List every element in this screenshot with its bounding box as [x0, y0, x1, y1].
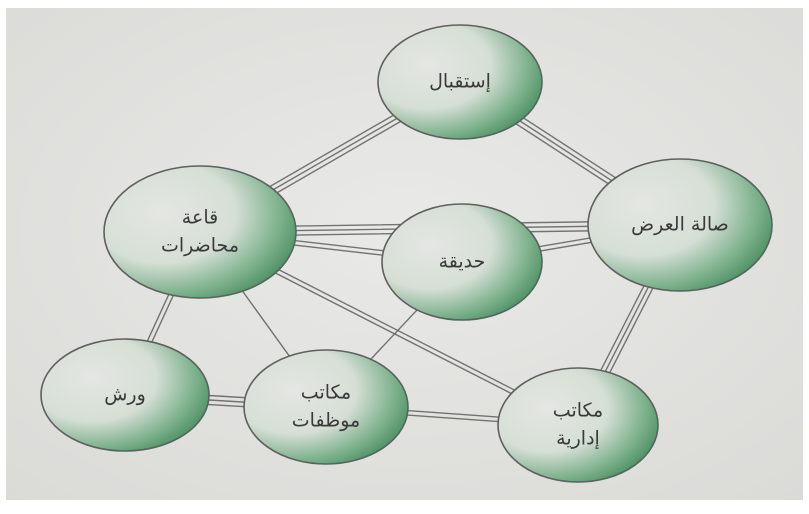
spaces: إستقبال قاعة محاضرات صالة العرض حديقة ورش مكات… [40, 24, 773, 483]
space-label: إدارية [556, 428, 600, 451]
space-exhibition-hall: صالة العرض [587, 158, 773, 292]
space-admin-offices: مكاتب إدارية [497, 367, 659, 483]
space-label: صالة العرض [631, 214, 729, 236]
space-lecture-hall: قاعة محاضرات [103, 165, 297, 299]
space-bubble [103, 165, 297, 299]
space-courtyard: حديقة [381, 203, 543, 321]
space-bubble [587, 158, 773, 292]
space-label: مكاتب [301, 382, 351, 404]
space-label: مكاتب [553, 400, 603, 422]
space-bubble [243, 349, 409, 465]
space-bubble [381, 203, 543, 321]
space-workshop: ورش [40, 338, 210, 452]
space-label: قاعة [182, 207, 218, 229]
space-reception: إستقبال [377, 24, 543, 140]
space-bubble [497, 367, 659, 483]
space-label: ورش [104, 384, 146, 406]
space-label: موظفات [292, 410, 360, 432]
space-bubble [40, 338, 210, 452]
space-label: محاضرات [161, 235, 239, 257]
space-label: إستقبال [429, 71, 491, 94]
space-staff-offices: مكاتب موظفات [243, 349, 409, 465]
space-bubble [377, 24, 543, 140]
space-label: حديقة [439, 251, 486, 273]
